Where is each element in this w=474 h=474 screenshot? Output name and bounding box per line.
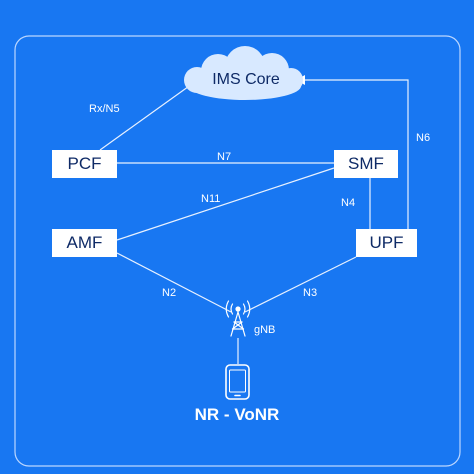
diagram-frame — [14, 35, 461, 467]
amf-node: AMF — [52, 229, 117, 257]
upf-node: UPF — [356, 229, 417, 257]
label-n7: N7 — [217, 151, 232, 163]
label-n2: N2 — [162, 287, 177, 299]
label-n6: N6 — [416, 132, 431, 144]
label-n4: N4 — [341, 197, 356, 209]
smartphone-icon — [225, 364, 250, 400]
ims-cloud-icon — [184, 46, 303, 100]
edge-amf-smf — [116, 167, 335, 241]
diagram-caption: NR - VoNR — [194, 405, 280, 424]
edge-upf-gnb — [244, 256, 357, 313]
label-n3: N3 — [303, 287, 318, 299]
ims-core-label: IMS Core — [212, 71, 280, 88]
edge-upf-ims — [296, 75, 409, 229]
edge-amf-gnb — [116, 252, 232, 313]
label-gnb: gNB — [254, 324, 276, 336]
smf-node: SMF — [334, 150, 398, 178]
antenna-tower-icon — [225, 300, 251, 337]
label-n11: N11 — [201, 193, 221, 205]
pcf-node: PCF — [52, 150, 117, 178]
edge-pcf-ims — [99, 83, 193, 151]
label-rx-n5: Rx/N5 — [89, 103, 120, 115]
